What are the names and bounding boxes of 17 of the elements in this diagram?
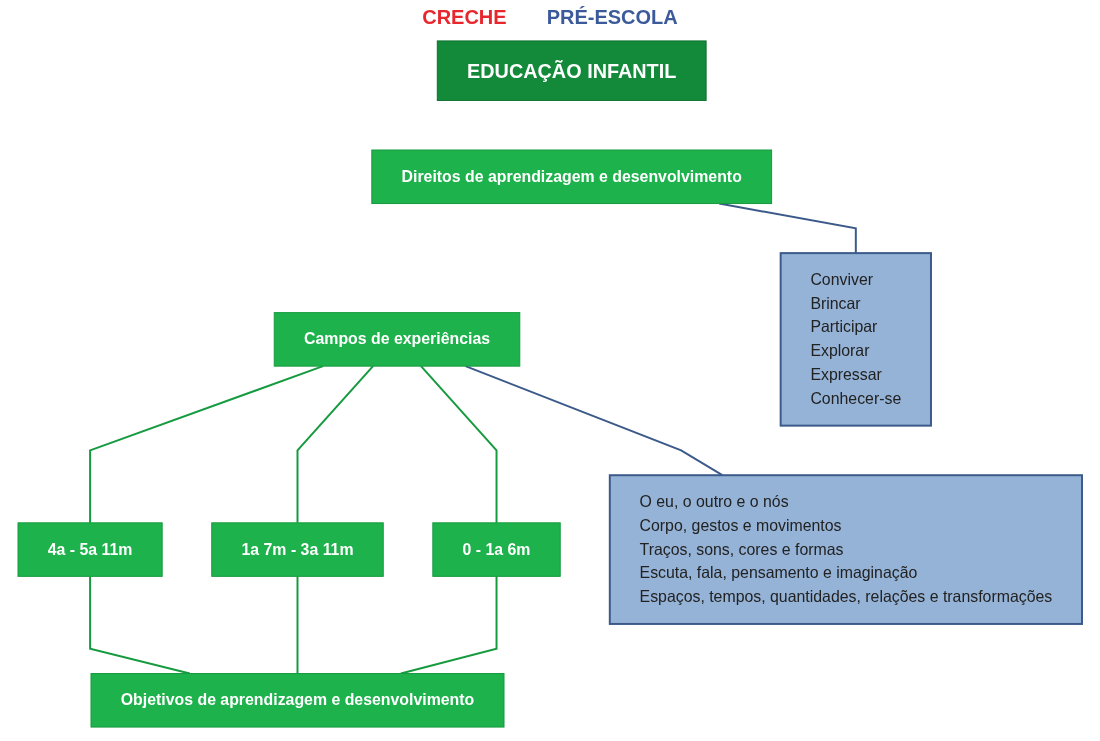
group-label: CRECHE bbox=[422, 6, 507, 29]
node-box: O eu, o outro e o nós Corpo, gestos e movimentos Traços, sons, cores e formas Escuta, fala, pensamento e imaginação Espaços, tempos, quantidades, relações e transformações bbox=[608, 474, 1083, 625]
node-box: Conviver Brincar Participar Explorar Expressar Conhecer-se bbox=[779, 252, 932, 427]
node-box: Direitos de aprendizagem e desenvolvimento bbox=[371, 149, 773, 205]
group-label: PRÉ-ESCOLA bbox=[546, 6, 678, 29]
connector bbox=[420, 365, 498, 524]
connector bbox=[89, 575, 191, 675]
connector bbox=[399, 575, 498, 675]
node-box: Objetivos de aprendizagem e desenvolvimento bbox=[90, 673, 505, 728]
node-box: EDUCAÇÃO INFANTIL bbox=[436, 40, 707, 101]
node-box: 1a 7m - 3a 11m bbox=[211, 522, 384, 577]
node-box: Campos de experiências bbox=[273, 312, 521, 367]
node-box: 4a - 5a 11m bbox=[17, 522, 163, 577]
connector bbox=[89, 365, 324, 524]
node-box: 0 - 1a 6m bbox=[432, 522, 561, 577]
connector bbox=[296, 575, 299, 675]
connector bbox=[296, 365, 374, 524]
